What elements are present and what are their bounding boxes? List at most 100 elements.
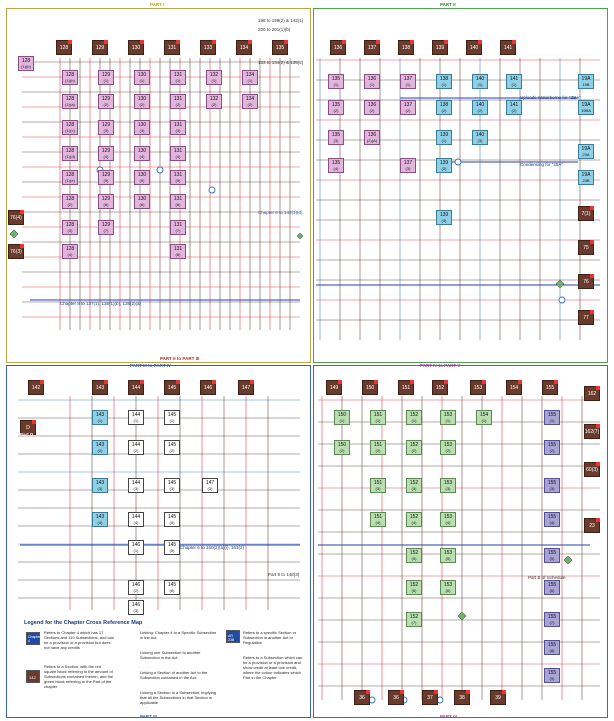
box-number: 146 — [131, 581, 141, 588]
subsection-count-marker — [140, 380, 144, 384]
box-number: 147 — [241, 384, 251, 391]
subsection-box: 130(6) — [134, 194, 150, 209]
box-subsection: (1) — [247, 77, 253, 83]
box-subsection: (3) — [411, 485, 417, 491]
box-subsection: (7) — [549, 619, 555, 625]
box-number: 128 — [65, 71, 75, 78]
subsection-box: 131(8) — [170, 244, 186, 259]
subsection-box: 128(1)(e) — [62, 170, 78, 185]
annotation-7: Part 9 to 148(3) — [268, 572, 300, 577]
box-number: 155 — [547, 641, 557, 648]
subsection-count-marker — [374, 380, 378, 384]
subsection-count-marker — [104, 40, 108, 44]
box-subsection: (4) — [103, 153, 109, 159]
box-subsection: (3) — [67, 227, 73, 233]
box-subsection: (1) — [139, 77, 145, 83]
box-number: 151 — [373, 441, 383, 448]
box-subsection: 23B — [582, 177, 590, 183]
legend-title: Legend for the Chapter Cross Reference M… — [24, 620, 143, 626]
box-number: 155 — [547, 479, 557, 486]
box-subsection: (3) — [169, 485, 175, 491]
subsection-box: 146(2) — [128, 580, 144, 595]
box-number: 153 — [443, 441, 453, 448]
box-number: 129 — [101, 171, 111, 178]
box-subsection: (2) — [247, 101, 253, 107]
box-subsection: (1) — [175, 77, 181, 83]
box-number: 135 — [331, 131, 341, 138]
section-box: 137 — [364, 40, 380, 55]
box-number: 131 — [173, 245, 183, 252]
box-subsection: (2) — [103, 101, 109, 107]
box-subsection: (3) — [139, 127, 145, 133]
section-box: 36 — [388, 690, 404, 705]
section-box: 145 — [164, 380, 180, 395]
box-number: 130 — [137, 95, 147, 102]
subsection-box: 153(6) — [440, 580, 456, 595]
junction-circle — [156, 166, 164, 174]
subsection-count-marker — [596, 462, 600, 466]
part-iii-to-iv-label: PART III to PART IV — [130, 363, 172, 368]
subsection-count-marker — [554, 380, 558, 384]
box-number: 131 — [173, 195, 183, 202]
box-number: 144 — [131, 513, 141, 520]
box-number: 139 — [439, 211, 449, 218]
box-number: 145 — [167, 411, 177, 418]
box-subsection: (2) — [441, 107, 447, 113]
subsection-box: 152(1) — [406, 410, 422, 425]
box-number: 135 — [331, 75, 341, 82]
box-number: 153 — [443, 411, 453, 418]
subsection-count-marker — [518, 380, 522, 384]
box-subsection: (5) — [103, 177, 109, 183]
box-subsection: (5) — [445, 555, 451, 561]
subsection-box: 145(1) — [164, 410, 180, 425]
box-subsection: (8) — [175, 251, 181, 257]
box-number: 149 — [329, 384, 339, 391]
box-number: 131 — [173, 121, 183, 128]
box-number: 36 — [393, 694, 399, 701]
box-number: 152 — [409, 581, 419, 588]
box-number: 138 — [401, 44, 411, 51]
box-number: 37 — [427, 694, 433, 701]
subsection-box: 153(2) — [440, 440, 456, 455]
box-subsection: (8) — [549, 647, 555, 653]
box-number: 128 — [65, 171, 75, 178]
box-number: 153 — [473, 384, 483, 391]
subsection-box: 138(1) — [436, 74, 452, 89]
box-subsection: (1)(a) — [65, 101, 75, 107]
box-number: 150 — [337, 441, 347, 448]
box-subsection: (7) — [103, 227, 109, 233]
subsection-box: 143(2) — [92, 440, 108, 455]
box-number: 152 — [409, 549, 419, 556]
subsection-box: 128(1)(c) — [62, 120, 78, 135]
box-number: 76 — [583, 278, 589, 285]
box-number: 60(3) — [586, 466, 598, 473]
box-number: 128 — [65, 95, 75, 102]
box-subsection: (5) — [549, 555, 555, 561]
annotation-5: Chapter 8 to 137(1), 138(1)(b), 138(2)(a… — [60, 301, 142, 306]
subsection-count-marker — [590, 206, 594, 210]
box-subsection: (2) — [97, 447, 103, 453]
subsection-box: 143(1) — [92, 410, 108, 425]
subsection-box: 128(1)(a) — [62, 94, 78, 109]
box-number: 145 — [167, 441, 177, 448]
subsection-count-marker — [410, 380, 414, 384]
subsection-box: 140(1) — [472, 74, 488, 89]
part-ii-to-iii-label: PART II to PART III — [160, 356, 200, 361]
box-number: 144 — [131, 384, 141, 391]
subsection-box: 128(4) — [62, 244, 78, 259]
section-box: 144 — [128, 380, 144, 395]
box-subsection: (1) — [133, 417, 139, 423]
box-number: 141 — [503, 44, 513, 51]
subsection-box: 153(4) — [440, 512, 456, 527]
subsection-box: 129(4) — [98, 146, 114, 161]
annotation-2: 200 to 201(1)(b) — [258, 27, 291, 32]
legend-link-3: Linking a Section of another Act to the … — [140, 670, 208, 680]
subsection-count-marker — [444, 380, 448, 384]
box-subsection: (1) — [97, 417, 103, 423]
subsection-box: 154(1) — [476, 410, 492, 425]
box-subsection: (1) — [549, 417, 555, 423]
junction-diamond — [296, 232, 304, 240]
box-number: 133 — [203, 44, 213, 51]
